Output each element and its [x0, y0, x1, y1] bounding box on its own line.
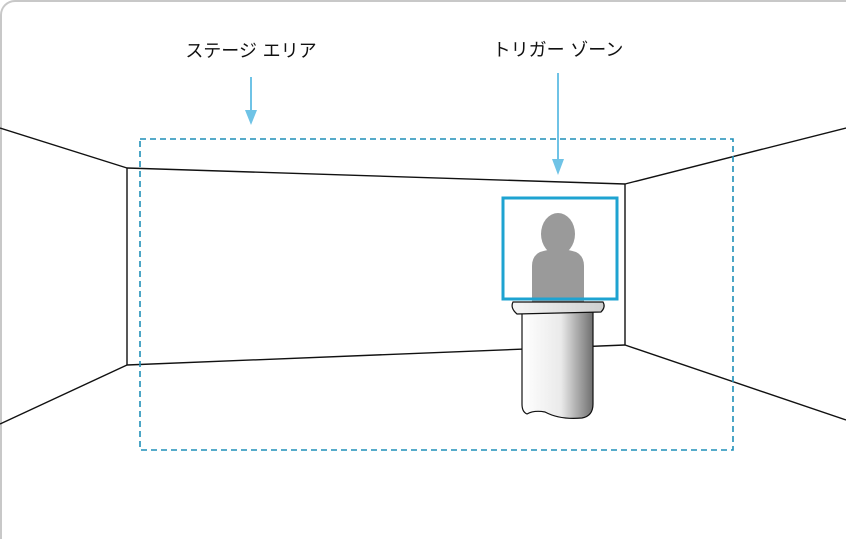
- trigger-zone-box: [501, 196, 619, 301]
- stage-area-label: ステージ エリア: [185, 41, 316, 62]
- stage-area-arrow: [245, 77, 257, 125]
- room-lines: [0, 127, 846, 425]
- trigger-zone-arrow: [552, 73, 564, 175]
- stage-area-box: [139, 138, 734, 451]
- podium-icon: [511, 301, 605, 419]
- trigger-zone-label: トリガー ゾーン: [493, 40, 624, 61]
- person-icon: [532, 213, 584, 302]
